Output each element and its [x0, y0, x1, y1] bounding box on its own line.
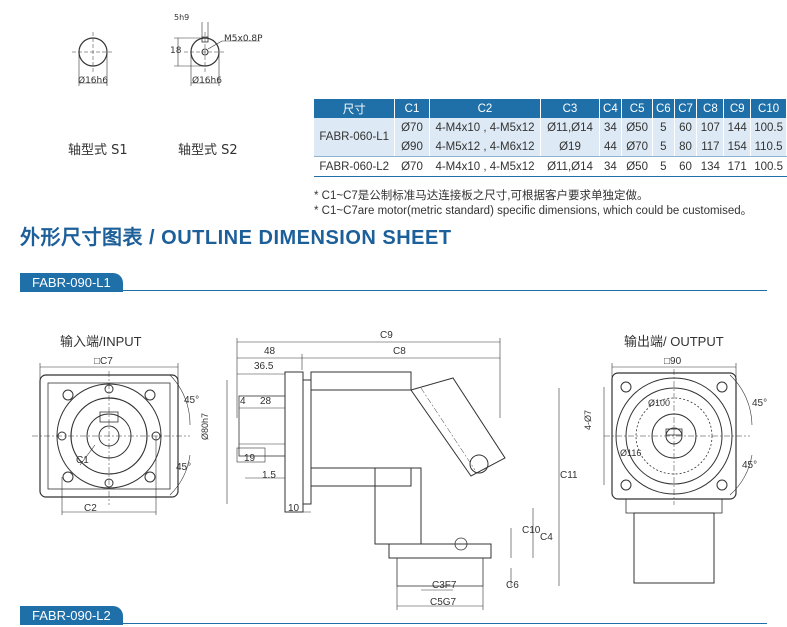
table-header: C10: [750, 99, 787, 118]
table-header: C3: [540, 99, 600, 118]
table-cell: Ø50: [621, 156, 653, 177]
table-cell: Ø50: [621, 118, 653, 137]
side-view-drawing: [226, 338, 560, 610]
dim-48: 48: [264, 346, 276, 357]
table-header: 尺寸: [314, 99, 396, 118]
shaft-s1-drawing: [72, 32, 114, 86]
dim-c3: C3F7: [432, 580, 457, 591]
output-view-label: 输出端/ OUTPUT: [624, 334, 724, 349]
dim-c4: C4: [540, 532, 553, 543]
table-cell: Ø70: [394, 156, 430, 177]
model-tag-bottom: FABR-090-L2: [20, 606, 123, 625]
shaft-s2-caption: 轴型式 S2: [178, 143, 238, 158]
dim-1-5: 1.5: [262, 470, 276, 481]
table-cell: 44: [599, 137, 623, 157]
dimension-table: 尺寸 C1 C2 C3 C4 C5 C6 C7 C8 C9 C10 FABR-0…: [314, 99, 787, 177]
output-view-drawing: [603, 363, 753, 584]
tag-underline-top: [20, 290, 767, 291]
tag-underline-bottom: [20, 623, 767, 624]
dim-4: 4: [240, 396, 246, 407]
table-cell: 80: [674, 137, 698, 157]
dim-c5: C5G7: [430, 597, 457, 608]
dim-c7: □C7: [94, 356, 113, 367]
table-cell: Ø11,Ø14: [540, 156, 600, 177]
table-header-row: 尺寸 C1 C2 C3 C4 C5 C6 C7 C8 C9 C10: [314, 99, 787, 118]
table-cell: Ø70: [621, 137, 653, 157]
table-header: C7: [674, 99, 698, 118]
dim-45-output-top: 45°: [752, 398, 768, 409]
model-tag-top: FABR-090-L1: [20, 273, 123, 292]
table-header: C1: [394, 99, 430, 118]
dim-c11: C11: [560, 470, 578, 481]
input-view-drawing: [32, 363, 191, 515]
dim-c2: C2: [84, 503, 97, 514]
table-header: C4: [599, 99, 623, 118]
table-header: C6: [652, 99, 675, 118]
dim-c8: C8: [393, 346, 406, 357]
table-row: Ø90 4-M5x12 , 4-M6x12 Ø19 44 Ø70 5 80 11…: [314, 137, 787, 157]
dim-d100: Ø100: [648, 398, 671, 408]
dim-36-5: 36.5: [254, 361, 274, 372]
table-cell: Ø11,Ø14: [540, 118, 600, 137]
table-cell-model: FABR-060-L1: [314, 118, 396, 157]
shaft-s2-thread: M5x0.8P: [224, 34, 263, 44]
input-view-label: 输入端/INPUT: [60, 334, 142, 349]
table-cell: 100.5: [750, 156, 787, 177]
table-header: C5: [621, 99, 653, 118]
shaft-s1-caption: 轴型式 S1: [68, 143, 128, 158]
table-cell: 144: [723, 118, 752, 137]
table-cell: 107: [696, 118, 725, 137]
table-cell: 117: [696, 137, 725, 157]
dim-c1: C1: [76, 455, 89, 466]
table-cell: 134: [696, 156, 725, 177]
table-cell: 100.5: [750, 118, 787, 137]
dim-80: Ø80h7: [200, 412, 210, 440]
section-title: 外形尺寸图表 / OUTLINE DIMENSION SHEET: [20, 227, 452, 249]
dim-sq90: □90: [664, 356, 682, 367]
table-cell: 171: [723, 156, 752, 177]
dim-10: 10: [288, 503, 300, 514]
dim-45-input-bottom: 45°: [176, 462, 192, 473]
dim-19: 19: [244, 453, 256, 464]
shaft-s1-dia: Ø16h6: [78, 76, 108, 86]
table-cell: 4-M5x12 , 4-M6x12: [429, 137, 542, 157]
table-cell: 4-M4x10 , 4-M5x12: [429, 156, 542, 177]
table-cell: 34: [599, 156, 623, 177]
table-cell: 4-M4x10 , 4-M5x12: [429, 118, 542, 137]
dim-d116: Ø116: [620, 448, 642, 458]
note-english: * C1~C7are motor(metric standard) specif…: [314, 205, 753, 217]
table-header: C8: [696, 99, 725, 118]
table-cell: 5: [652, 156, 675, 177]
table-cell: 60: [674, 156, 698, 177]
table-cell: 5: [652, 137, 675, 157]
table-row: FABR-060-L2 Ø70 4-M4x10 , 4-M5x12 Ø11,Ø1…: [314, 156, 787, 177]
table-cell: 34: [599, 118, 623, 137]
dim-45-input-top: 45°: [184, 395, 200, 406]
table-header: C2: [429, 99, 542, 118]
shaft-s2-dia: Ø16h6: [192, 76, 222, 86]
dim-28: 28: [260, 396, 272, 407]
shaft-s2-key-height: 18: [170, 46, 182, 56]
dim-c10: C10: [522, 525, 541, 536]
dim-holes: 4-Ø7: [583, 409, 593, 430]
shaft-s2-drawing: [174, 22, 260, 86]
table-cell: 5: [652, 118, 675, 137]
table-header: C9: [723, 99, 752, 118]
table-cell: 110.5: [750, 137, 787, 157]
table-cell: 154: [723, 137, 752, 157]
table-cell-model: FABR-060-L2: [314, 156, 396, 177]
table-cell: 60: [674, 118, 698, 137]
dim-c9: C9: [380, 330, 393, 341]
dim-45-output-bottom: 45°: [742, 460, 758, 471]
table-cell: Ø19: [540, 137, 600, 157]
table-row: FABR-060-L1 Ø70 4-M4x10 , 4-M5x12 Ø11,Ø1…: [314, 118, 787, 157]
note-chinese: * C1~C7是公制标准马达连接板之尺寸,可根据客户要求单独定做。: [314, 190, 649, 202]
dim-c6: C6: [506, 580, 519, 591]
table-cell: Ø90: [394, 137, 430, 157]
shaft-s2-key-width: 5h9: [174, 13, 190, 22]
table-cell: Ø70: [394, 118, 430, 137]
